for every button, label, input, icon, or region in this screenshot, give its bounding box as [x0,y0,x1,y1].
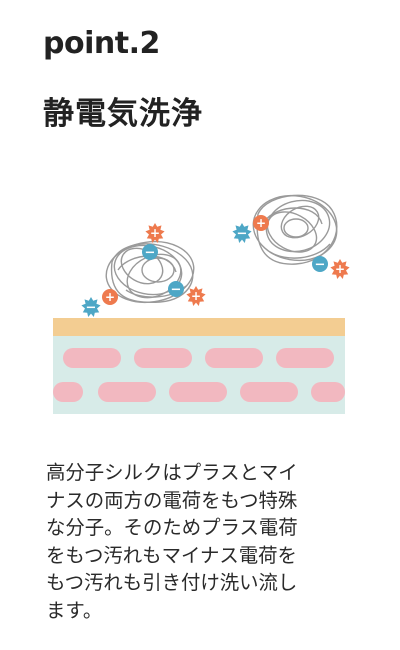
description-line: 高分子シルクはプラスとマイ [46,461,298,484]
description-line: な分子。そのためプラス電荷 [46,516,298,539]
page-title: 静電気洗浄 [43,96,203,132]
skin-cell [240,382,298,402]
plus-charge-burst: + [186,286,206,306]
plus-charge-burst: + [145,223,165,243]
plus-sign: + [150,226,160,240]
skin-cell [63,348,121,368]
minus-charge-circle: − [312,256,328,273]
skin-base-layer [53,336,345,414]
minus-charge-circle: − [142,244,158,261]
minus-sign: − [86,301,97,316]
point-label: point.2 [43,26,160,61]
description-line: もつ汚れも引き付け洗い流し [46,571,298,594]
minus-sign: − [315,258,326,273]
plus-sign: + [105,290,115,304]
skin-cells [53,348,345,402]
minus-sign: − [145,246,156,261]
static-electricity-cleaning-illustration: + − − + + − − + − + [53,194,350,414]
skin-cell [276,348,334,368]
skin-cell [311,382,345,402]
skin-cell [98,382,156,402]
plus-sign: + [335,262,345,276]
minus-sign: − [237,227,248,242]
minus-charge-burst: − [232,223,252,243]
plus-charge-circle: + [102,289,118,305]
skin-cell [134,348,192,368]
skin-cell [169,382,227,402]
description-line: ます。 [46,598,103,622]
minus-sign: − [171,283,182,298]
description-paragraph: 高分子シルクはプラスとマイ ナスの両方の電荷をもつ特殊 な分子。そのためプラス電… [46,459,356,624]
silk-molecule-left [105,240,195,304]
plus-sign: + [256,216,266,230]
plus-charge-circle: + [253,215,269,231]
skin-cell [53,382,83,402]
skin-surface-layer [53,318,345,336]
skin-layers [53,318,345,414]
description-line: をもつ汚れもマイナス電荷を [46,543,297,567]
skin-cell [205,348,263,368]
plus-charge-burst: + [330,259,350,279]
plus-sign: + [191,289,201,303]
minus-charge-circle: − [168,281,184,298]
minus-charge-burst: − [81,297,101,317]
description-line: ナスの両方の電荷をもつ特殊 [46,488,298,512]
